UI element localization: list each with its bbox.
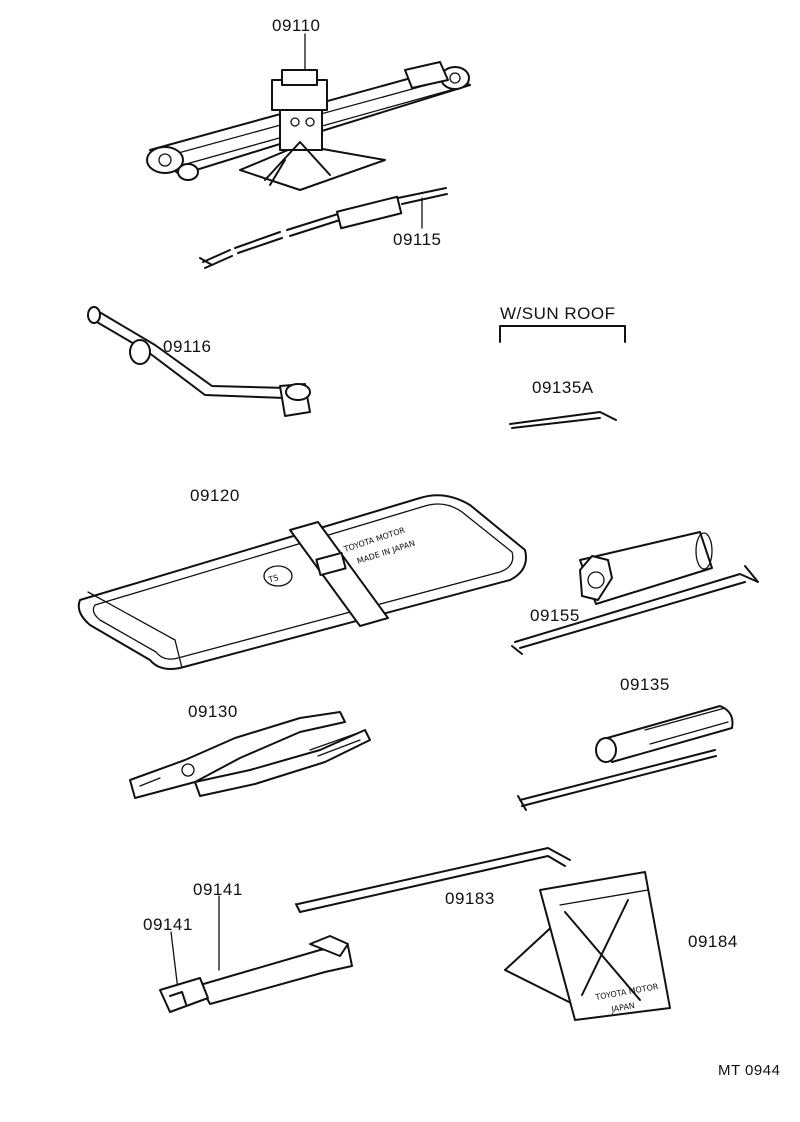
label-09130: 09130 (188, 702, 238, 721)
label-09141-a: 09141 (193, 880, 243, 899)
label-09155: 09155 (530, 606, 580, 625)
label-09141-b: 09141 (143, 915, 193, 934)
hub-nut-wrench (511, 531, 759, 655)
screwdriver (517, 705, 734, 811)
label-09116: 09116 (163, 337, 212, 356)
svg-text:TS: TS (267, 573, 280, 585)
figure-code: MT 0944 (718, 1062, 781, 1079)
pliers (129, 711, 371, 799)
wheel-chock: TOYOTA MOTOR JAPAN (504, 871, 671, 1021)
label-09184: 09184 (688, 932, 738, 951)
tool-bag: TS TOYOTA MOTOR MADE IN JAPAN (77, 494, 527, 670)
chock-stamp-line2: JAPAN (610, 1001, 636, 1014)
scissor-jack (146, 33, 471, 191)
label-09120: 09120 (190, 486, 240, 505)
label-09115: 09115 (393, 230, 442, 249)
jack-handle (199, 187, 448, 269)
sunroof-bracket (499, 325, 626, 343)
tire-lever (295, 847, 571, 913)
label-09135: 09135 (620, 675, 670, 694)
wheel-nut-wrench (87, 306, 311, 417)
sunroof-note: W/SUN ROOF (500, 304, 616, 323)
sunroof-wrench (509, 411, 617, 429)
label-09135a: 09135A (532, 378, 594, 397)
spanners (159, 895, 353, 1013)
label-09110: 09110 (272, 16, 321, 35)
label-09183: 09183 (445, 889, 495, 908)
